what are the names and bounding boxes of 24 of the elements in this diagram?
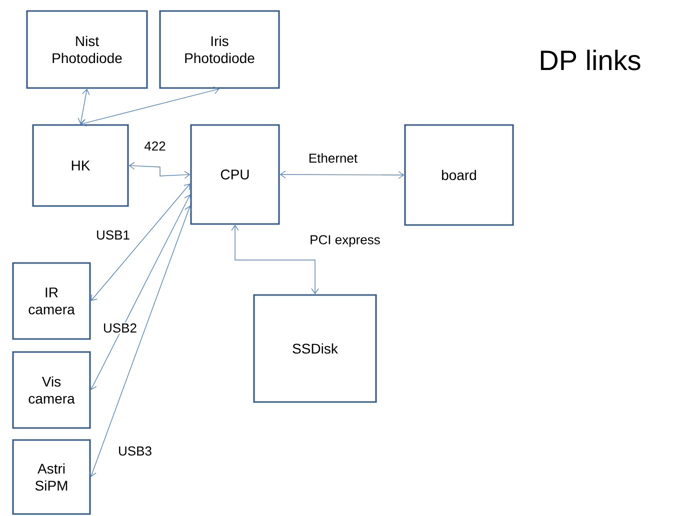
edge-label: 422	[143, 140, 167, 152]
edge-label: USB3	[117, 445, 153, 457]
component-box: Iris Photodiode	[159, 10, 280, 89]
component-box: SSDisk	[253, 294, 377, 403]
component-box: IR camera	[12, 262, 91, 340]
component-box: CPU	[190, 124, 280, 225]
arrow	[231, 224, 319, 294]
edge-label: USB1	[95, 229, 131, 241]
component-box: board	[404, 124, 514, 226]
arrow	[128, 162, 190, 179]
arrow	[90, 184, 190, 301]
arrow	[80, 86, 220, 127]
edge-label: PCI express	[308, 234, 382, 248]
arrow	[90, 194, 192, 390]
component-box: Astri SiPM	[12, 439, 91, 515]
arrow	[78, 88, 90, 124]
arrow	[280, 170, 404, 179]
component-box: Nist Photodiode	[26, 10, 148, 89]
title: DP links	[540, 50, 640, 70]
arrow	[89, 206, 192, 477]
edge-label: USB2	[102, 322, 138, 334]
component-box: Vis camera	[12, 351, 91, 429]
component-box: HK	[32, 124, 129, 207]
edge-label: Ethernet	[307, 152, 359, 164]
